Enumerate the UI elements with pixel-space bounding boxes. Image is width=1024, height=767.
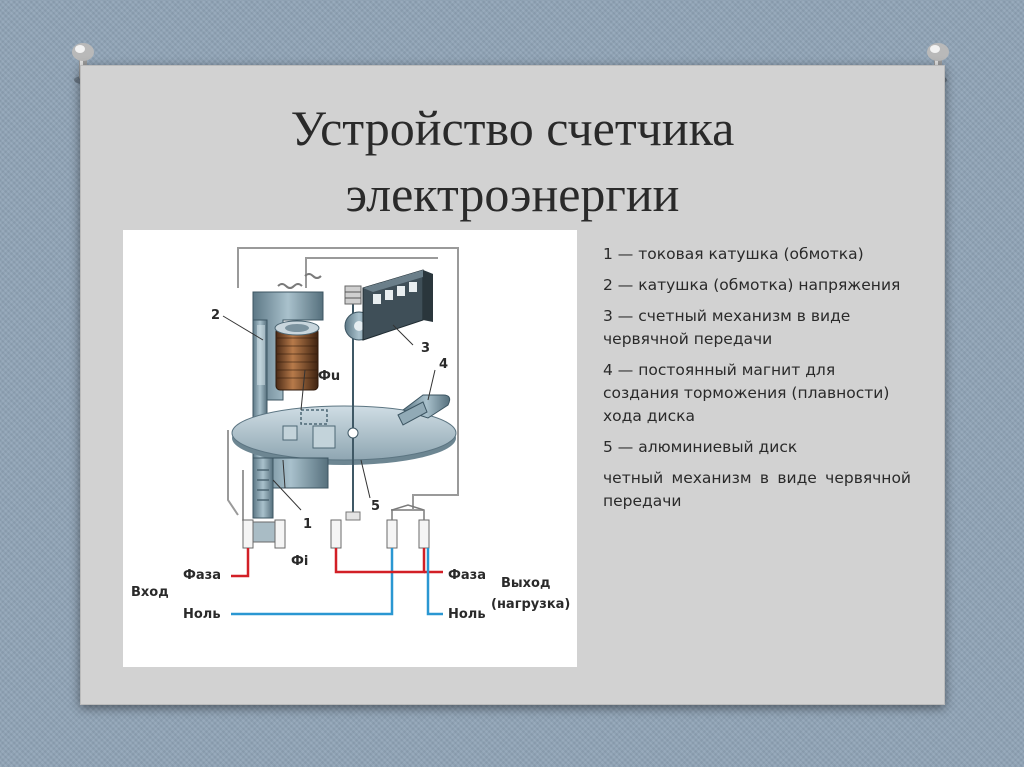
- zero-out-wire: [426, 548, 443, 616]
- label-4: 4: [439, 357, 448, 372]
- terminal-blocks: [242, 519, 430, 549]
- voltage-coil: [274, 273, 322, 391]
- legend-list: 1 — токовая катушка (обмотка) 2 — катушк…: [603, 243, 911, 521]
- label-5: 5: [371, 499, 380, 514]
- title-line-1: Устройство счетчика: [290, 100, 735, 156]
- counter-mechanism: [362, 269, 433, 341]
- meter-diagram-svg: 2 3 4 5 1 Фu Фi Вход Фаза Ноль Фаза Ноль…: [131, 247, 570, 622]
- phase-out-wire: [334, 548, 426, 574]
- meter-diagram: 2 3 4 5 1 Фu Фi Вход Фаза Ноль Фаза Ноль…: [123, 230, 577, 667]
- disk-flux-blocks: [282, 409, 336, 449]
- legend-item: 3 — счетный механизм в виде червячной пе…: [603, 307, 851, 348]
- voltage-core: [252, 291, 324, 496]
- label-2: 2: [211, 308, 220, 323]
- label-phi-u: Фu: [318, 369, 340, 384]
- label-output-load: (нагрузка): [491, 597, 570, 612]
- legend-item: четный механизм в виде червячной передач…: [603, 469, 911, 510]
- brake-magnet: [397, 394, 451, 426]
- label-1: 1: [303, 517, 312, 532]
- output-wires: [391, 504, 425, 520]
- legend-item: 1 — токовая катушка (обмотка): [603, 245, 864, 263]
- label-phi-i: Фi: [291, 554, 308, 569]
- label-zero-out: Ноль: [448, 607, 486, 622]
- label-input: Вход: [131, 585, 169, 600]
- label-zero-in: Ноль: [183, 607, 221, 622]
- label-3: 3: [421, 341, 430, 356]
- label-phase-in: Фаза: [183, 568, 221, 583]
- slide-board: Устройство счетчика электроэнергии: [80, 65, 945, 705]
- legend-item: 2 — катушка (обмотка) напряжения: [603, 276, 901, 294]
- leader-lines: [222, 315, 436, 511]
- legend-item: 5 — алюминиевый диск: [603, 438, 798, 456]
- label-output: Выход: [501, 576, 550, 591]
- phase-in-wire: [231, 548, 250, 578]
- title-line-2: электроэнергии: [345, 166, 680, 222]
- label-phase-out: Фаза: [448, 568, 486, 583]
- slide-title: Устройство счетчика электроэнергии: [80, 95, 945, 227]
- power-wires: [231, 548, 443, 616]
- legend-item: 4 — постоянный магнит для создания тормо…: [603, 361, 890, 425]
- zero-in-wire: [231, 548, 394, 616]
- current-core: [252, 457, 329, 519]
